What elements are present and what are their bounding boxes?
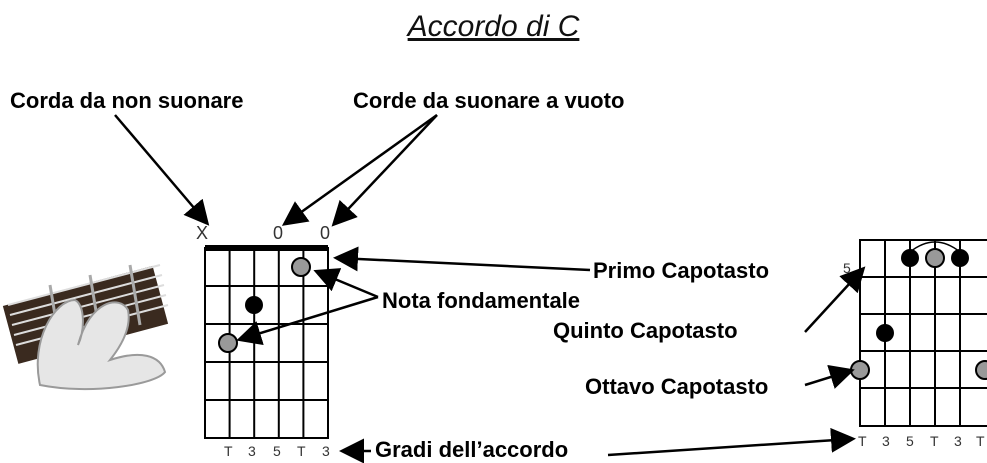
right-degree-1: 3 (882, 433, 890, 449)
label-quinto-capotasto: Quinto Capotasto (553, 318, 738, 343)
left-degree-0: T (224, 443, 233, 459)
left-dot-3 (245, 296, 263, 314)
left-root-dot-2 (218, 333, 238, 353)
string-mark-open-2: 0 (320, 223, 331, 243)
hand-illustration (2, 264, 169, 391)
label-corda-non-suonare: Corda da non suonare (10, 88, 244, 113)
left-root-dot-1 (291, 257, 311, 277)
string-mark-open-1: 0 (273, 223, 284, 243)
left-degree-1: 3 (248, 443, 256, 459)
left-degree-4: 3 (322, 443, 330, 459)
string-mark-x: X (196, 223, 209, 243)
right-chord-grid (850, 239, 987, 427)
label-ottavo-capotasto: Ottavo Capotasto (585, 374, 769, 399)
right-degree-0: T (858, 433, 867, 449)
chart-title: Accordo di C (407, 10, 580, 43)
label-nota-fondamentale: Nota fondamentale (382, 288, 581, 313)
right-degree-4: 3 (954, 433, 962, 449)
left-degree-3: T (297, 443, 306, 459)
left-degree-2: 5 (273, 443, 281, 459)
label-corde-vuoto: Corde da suonare a vuoto (353, 88, 625, 113)
label-gradi-accordo: Gradi dell’accordo (375, 437, 569, 462)
right-degree-3: T (930, 433, 939, 449)
label-primo-capotasto: Primo Capotasto (593, 258, 770, 283)
right-degree-2: 5 (906, 433, 914, 449)
right-degree-5: T (976, 433, 985, 449)
left-chord-grid (204, 245, 329, 439)
annotation-arrows (114, 113, 866, 463)
